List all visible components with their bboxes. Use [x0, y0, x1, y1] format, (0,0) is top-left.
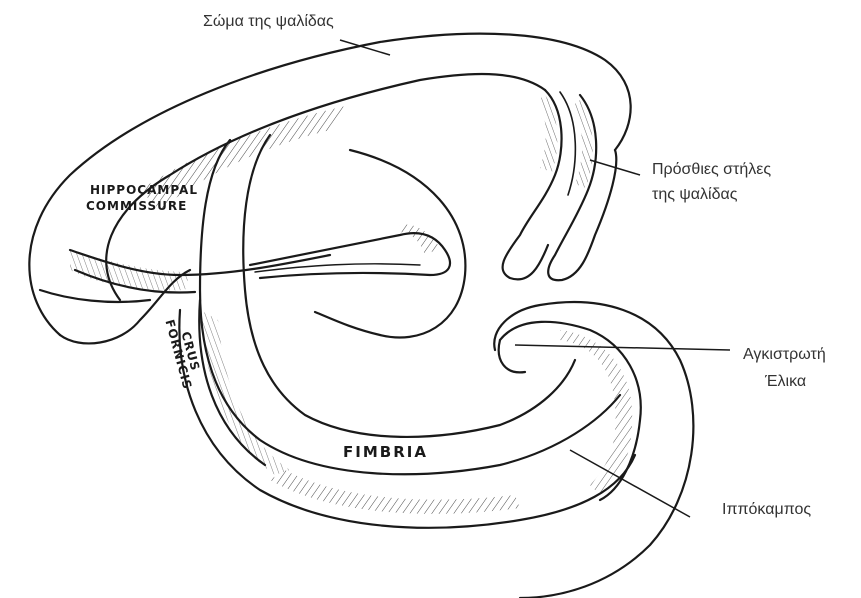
hippocampal-commissure-label-1: HIPPOCAMPAL: [90, 183, 198, 197]
uncus-label-line1: Αγκιστρωτή: [743, 345, 826, 365]
anterior-columns-label-line1: Πρόσθιες στήλες: [652, 160, 771, 180]
anterior-columns-label-line2: της ψαλίδας: [652, 185, 737, 205]
hippocampus-label: Ιππόκαμπος: [722, 500, 811, 520]
crus-outer: [200, 140, 620, 474]
fimbria-outer: [179, 310, 635, 528]
inner-curl: [315, 150, 465, 338]
uncus-label-line2: Έλικα: [765, 372, 806, 392]
crus-inner: [243, 135, 575, 437]
hippocampal-commissure-label-2: COMMISSURE: [86, 199, 187, 213]
fimbria-label: FIMBRIA: [343, 443, 428, 461]
leader-uncus: [515, 345, 730, 350]
body-of-fornix-label: Σώμα της ψαλίδας: [203, 12, 334, 32]
